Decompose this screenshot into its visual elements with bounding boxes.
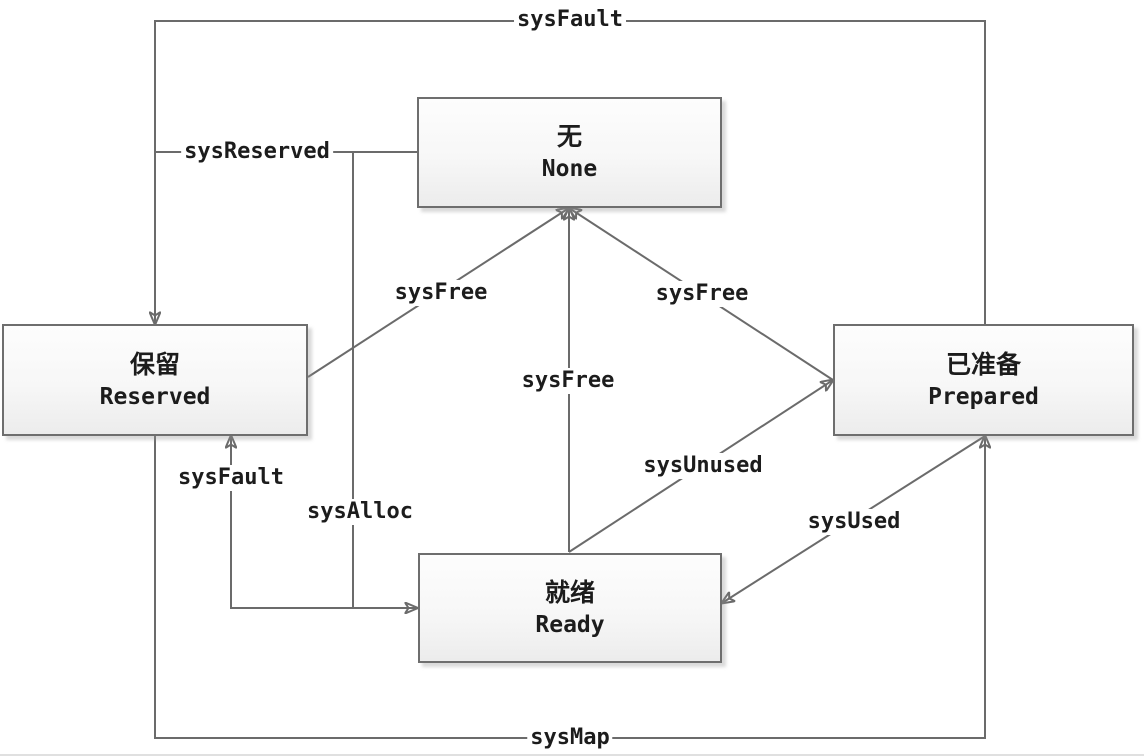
edge-label-sysfree-right: sysFree [652, 281, 752, 307]
edge-sysfault-ready-to-reserved [231, 436, 417, 609]
state-ready: 就绪 Ready [418, 553, 722, 663]
edge-label-sysfault-top: sysFault [514, 7, 626, 33]
image-bottom-edge [0, 754, 1144, 756]
state-none: 无 None [417, 97, 722, 208]
state-none-label-en: None [541, 156, 598, 182]
state-ready-label-zh: 就绪 [544, 578, 595, 607]
edge-label-sysmap: sysMap [527, 725, 613, 751]
edge-sysalloc-none-to-ready [352, 151, 417, 608]
state-reserved-label-zh: 保留 [129, 350, 180, 379]
edge-label-sysreserved: sysReserved [181, 139, 333, 165]
state-prepared: 已准备 Prepared [833, 324, 1134, 436]
state-reserved: 保留 Reserved [2, 324, 308, 436]
edge-label-sysfault-bottom: sysFault [175, 465, 287, 491]
edge-label-sysused: sysUsed [804, 509, 904, 535]
edge-label-sysunused: sysUnused [640, 453, 766, 479]
edge-label-sysfree-middle: sysFree [518, 368, 618, 394]
state-prepared-label-zh: 已准备 [945, 350, 1021, 379]
state-reserved-label-en: Reserved [99, 383, 211, 410]
state-prepared-label-en: Prepared [928, 383, 1039, 410]
edge-label-sysfree-left: sysFree [391, 280, 491, 306]
state-none-label-zh: 无 [556, 123, 582, 151]
edge-label-sysalloc: sysAlloc [304, 499, 416, 525]
state-ready-label-en: Ready [535, 611, 605, 638]
